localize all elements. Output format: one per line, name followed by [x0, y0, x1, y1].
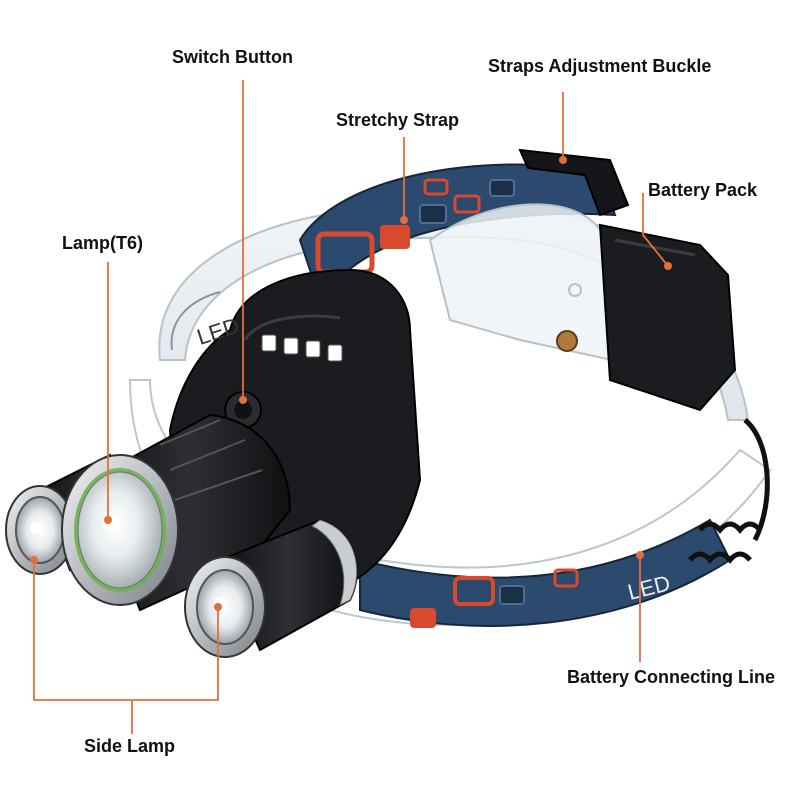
label-stretchy-strap: Stretchy Strap	[336, 110, 460, 130]
callout-dots	[30, 156, 672, 611]
callout-battery-pack	[642, 193, 669, 267]
label-battery-pack: Battery Pack	[648, 180, 758, 200]
label-side-lamp: Side Lamp	[84, 736, 176, 756]
battery-connecting-line	[688, 418, 770, 564]
callout-lines	[33, 80, 669, 734]
battery-pack-shape	[598, 223, 737, 412]
side-lamp-right	[184, 518, 358, 658]
clear-plate	[428, 203, 614, 362]
label-switch-button: Switch Button	[172, 47, 293, 67]
label-lamp-t6: Lamp(T6)	[62, 233, 143, 253]
strap-buckle	[518, 148, 630, 217]
label-battery-connecting-line: Battery Connecting Line	[567, 667, 776, 687]
label-straps-adjustment-buckle: Straps Adjustment Buckle	[488, 56, 712, 76]
callout-side-lamp	[33, 560, 219, 701]
